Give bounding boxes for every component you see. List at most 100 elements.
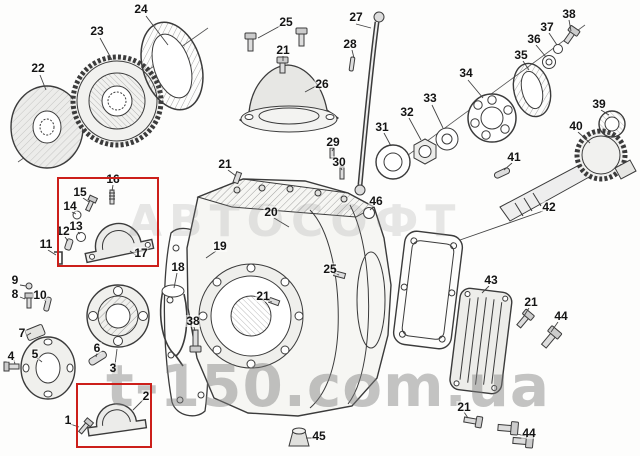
ball-bearing-34 <box>467 93 517 143</box>
bolt-25-top-right <box>295 27 308 47</box>
bolt-21-right <box>516 308 535 329</box>
bolt-21-top <box>276 56 289 74</box>
part-label-32: 32 <box>399 105 415 119</box>
part-label-25: 25 <box>322 262 338 276</box>
bearing-cap-lower <box>87 403 148 437</box>
part-label-22: 22 <box>30 61 46 75</box>
bearing-flange-3 <box>86 284 150 348</box>
bolt-44-bottom-1 <box>497 421 519 436</box>
bolt-15 <box>84 194 99 212</box>
bearing-race-35 <box>512 62 552 118</box>
bearing-cap-upper <box>84 222 155 264</box>
bolt-44-right <box>540 325 563 349</box>
washer-13 <box>76 232 86 242</box>
bolt-1 <box>77 417 95 435</box>
pin-12 <box>64 238 74 251</box>
part-label-4: 4 <box>6 349 16 363</box>
part-label-40: 40 <box>568 119 584 133</box>
part-label-8: 8 <box>10 287 20 301</box>
part-label-16: 16 <box>105 172 121 186</box>
bearing-cover-26 <box>238 64 340 133</box>
washer-31 <box>375 144 411 180</box>
pin-10 <box>43 296 52 312</box>
part-label-44: 44 <box>553 309 569 323</box>
part-label-37: 37 <box>539 20 555 34</box>
lock-washer-33 <box>435 127 459 151</box>
part-label-31: 31 <box>374 120 390 134</box>
drive-shaft-40 <box>499 128 637 222</box>
side-cover-43 <box>449 287 513 395</box>
key-41 <box>493 167 511 179</box>
part-label-39: 39 <box>591 97 607 111</box>
part-label-29: 29 <box>325 135 341 149</box>
part-label-23: 23 <box>89 24 105 38</box>
breather-46 <box>363 207 375 219</box>
part-label-45: 45 <box>311 429 327 443</box>
part-label-12: 12 <box>55 224 71 238</box>
shift-lever-27 <box>354 11 385 196</box>
part-label-7: 7 <box>17 326 27 340</box>
part-label-2: 2 <box>141 389 151 403</box>
bolt-38-top <box>563 25 581 45</box>
part-label-19: 19 <box>212 239 228 253</box>
part-label-14: 14 <box>62 199 78 213</box>
ring-gear-24 <box>140 21 204 111</box>
part-label-11: 11 <box>38 237 54 251</box>
part-label-28: 28 <box>342 37 358 51</box>
part-label-5: 5 <box>30 347 40 361</box>
part-label-10: 10 <box>32 288 48 302</box>
part-label-27: 27 <box>348 10 364 24</box>
bolt-21-bottom <box>463 415 484 429</box>
part-label-26: 26 <box>314 77 330 91</box>
part-label-34: 34 <box>458 66 474 80</box>
gearbox-housing <box>186 170 392 417</box>
part-label-35: 35 <box>513 48 529 62</box>
bolt-25-top-left <box>244 32 257 52</box>
part-label-30: 30 <box>331 155 347 169</box>
part-label-21: 21 <box>275 43 291 57</box>
part-label-17: 17 <box>133 246 149 260</box>
part-label-21: 21 <box>456 400 472 414</box>
part-label-42: 42 <box>541 200 557 214</box>
part-label-18: 18 <box>170 260 186 274</box>
gear-22 <box>10 85 84 169</box>
flange-5 <box>20 336 76 400</box>
part-label-1: 1 <box>63 413 73 427</box>
part-label-3: 3 <box>108 361 118 375</box>
part-label-15: 15 <box>72 185 88 199</box>
nut-32 <box>413 138 437 165</box>
part-label-46: 46 <box>368 194 384 208</box>
part-label-33: 33 <box>422 91 438 105</box>
part-label-20: 20 <box>263 205 279 219</box>
part-label-38: 38 <box>185 314 201 328</box>
part-label-38: 38 <box>561 7 577 21</box>
part-label-13: 13 <box>68 219 84 233</box>
bolt-21-upper <box>232 170 243 185</box>
part-label-21: 21 <box>255 289 271 303</box>
part-label-6: 6 <box>92 341 102 355</box>
stud-16 <box>109 189 115 205</box>
lock-plate-11 <box>54 251 63 265</box>
pin-9 <box>25 282 33 290</box>
part-label-24: 24 <box>133 2 149 16</box>
part-label-41: 41 <box>506 150 522 164</box>
part-label-25: 25 <box>278 15 294 29</box>
key-6 <box>88 350 107 366</box>
part-label-21: 21 <box>217 157 233 171</box>
part-label-36: 36 <box>526 32 542 46</box>
part-label-44: 44 <box>521 426 537 440</box>
bushing-39 <box>598 110 626 138</box>
gasket-42 <box>392 230 464 350</box>
washer-37 <box>553 44 563 54</box>
part-label-9: 9 <box>10 273 20 287</box>
part-label-21: 21 <box>523 295 539 309</box>
plug-45 <box>288 427 310 447</box>
leader-lines <box>13 15 610 439</box>
washer-36 <box>542 55 556 69</box>
part-label-43: 43 <box>483 273 499 287</box>
bolt-4 <box>3 361 20 372</box>
gear-23 <box>70 54 164 148</box>
pin-28 <box>348 56 356 72</box>
